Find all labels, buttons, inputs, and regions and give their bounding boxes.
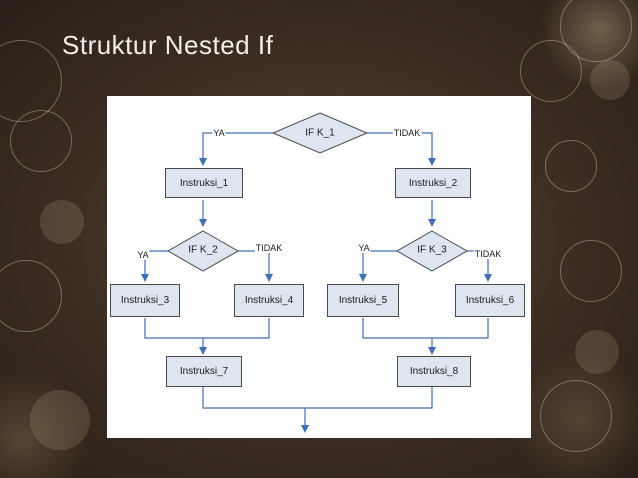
edge-merge-3-4 [144, 318, 270, 339]
bokeh-circle [560, 0, 632, 62]
decision-k1 [271, 112, 369, 154]
bokeh-circle [0, 40, 62, 122]
edge-label-k1-yes: YA [212, 128, 226, 138]
edge-label-k2-yes: YA [136, 250, 150, 260]
edge-merge-7-8 [202, 386, 433, 409]
edge-label-k3-yes: YA [357, 243, 371, 253]
process-instruksi-1: Instruksi_1 [165, 168, 243, 198]
decision-k2 [166, 230, 240, 272]
decision-k3 [395, 230, 469, 272]
edge-k1-no [367, 132, 436, 166]
process-instruksi-6: Instruksi_6 [455, 284, 525, 317]
bokeh-circle [30, 390, 90, 450]
bokeh-circle [590, 60, 630, 100]
edge-k1-yes [199, 132, 273, 166]
decision-k1-label: IF K_1 [305, 127, 335, 139]
process-instruksi-7: Instruksi_7 [166, 356, 242, 387]
edge-label-k3-no: TIDAK [473, 249, 503, 259]
flowchart-canvas: IF K_1 IF K_2 IF K_3 YA TIDAK YA TIDAK Y… [107, 96, 531, 438]
slide-title: Struktur Nested If [62, 30, 274, 60]
process-instruksi-5: Instruksi_5 [327, 284, 399, 317]
edge-merge-5-6 [362, 318, 489, 339]
edge-label-k1-no: TIDAK [392, 128, 422, 138]
decision-k3-label: IF K_3 [417, 244, 447, 256]
process-instruksi-8: Instruksi_8 [397, 356, 471, 387]
bokeh-circle [10, 110, 72, 172]
bokeh-circle [40, 200, 84, 244]
flowchart-connectors [141, 112, 492, 433]
bokeh-circle [540, 380, 612, 452]
decision-k2-label: IF K_2 [188, 244, 218, 256]
bokeh-circle [545, 140, 597, 192]
bokeh-circle [560, 240, 622, 302]
edge-label-k2-no: TIDAK [254, 243, 284, 253]
edge-k2-no [238, 250, 273, 282]
edge-k3-yes [359, 250, 397, 282]
process-instruksi-3: Instruksi_3 [110, 284, 180, 317]
process-instruksi-2: Instruksi_2 [395, 168, 471, 198]
bokeh-circle [520, 40, 582, 102]
process-instruksi-4: Instruksi_4 [234, 284, 304, 317]
bokeh-circle [0, 260, 62, 332]
bokeh-circle [575, 330, 619, 374]
